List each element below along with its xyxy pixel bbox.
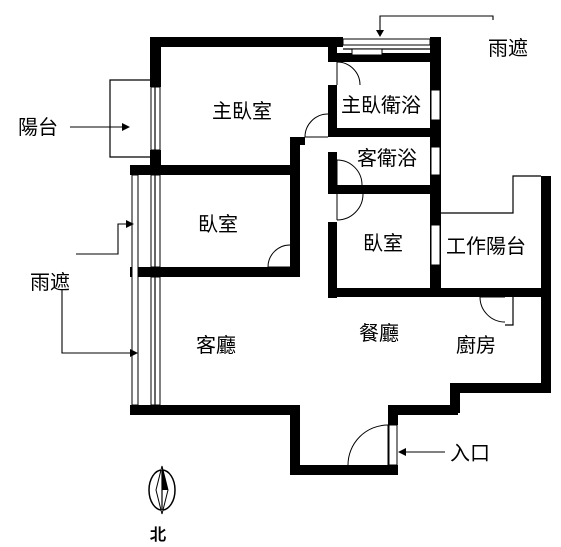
balcony-outline	[109, 79, 150, 158]
label-balcony: 陽台	[18, 115, 58, 139]
label-rain-shelter-top: 雨遮	[488, 36, 528, 60]
north-compass	[148, 465, 176, 515]
label-master-bedroom: 主臥室	[212, 99, 272, 123]
label-bedroom-left: 臥室	[198, 212, 238, 236]
room-labels: 主臥室 主臥衛浴 客衛浴 臥室 臥室 工作陽台 客廳 餐廳 廚房 陽台 雨遮 雨…	[18, 36, 528, 544]
annotation-arrows	[61, 15, 494, 456]
label-bedroom-center: 臥室	[363, 231, 403, 255]
label-dining-room: 餐廳	[359, 321, 399, 345]
label-entrance: 入口	[450, 441, 490, 465]
label-north: 北	[150, 525, 166, 544]
windows	[131, 38, 441, 466]
label-work-balcony: 工作陽台	[446, 234, 526, 258]
label-living-room: 客廳	[196, 333, 236, 357]
interior-walls	[150, 37, 441, 298]
label-rain-shelter-left: 雨遮	[30, 270, 70, 294]
doors	[267, 61, 506, 466]
work-balcony-outline	[441, 175, 541, 326]
label-kitchen: 廚房	[456, 333, 496, 357]
label-guest-bath: 客衛浴	[357, 146, 417, 170]
label-master-bath: 主臥衛浴	[341, 93, 421, 117]
